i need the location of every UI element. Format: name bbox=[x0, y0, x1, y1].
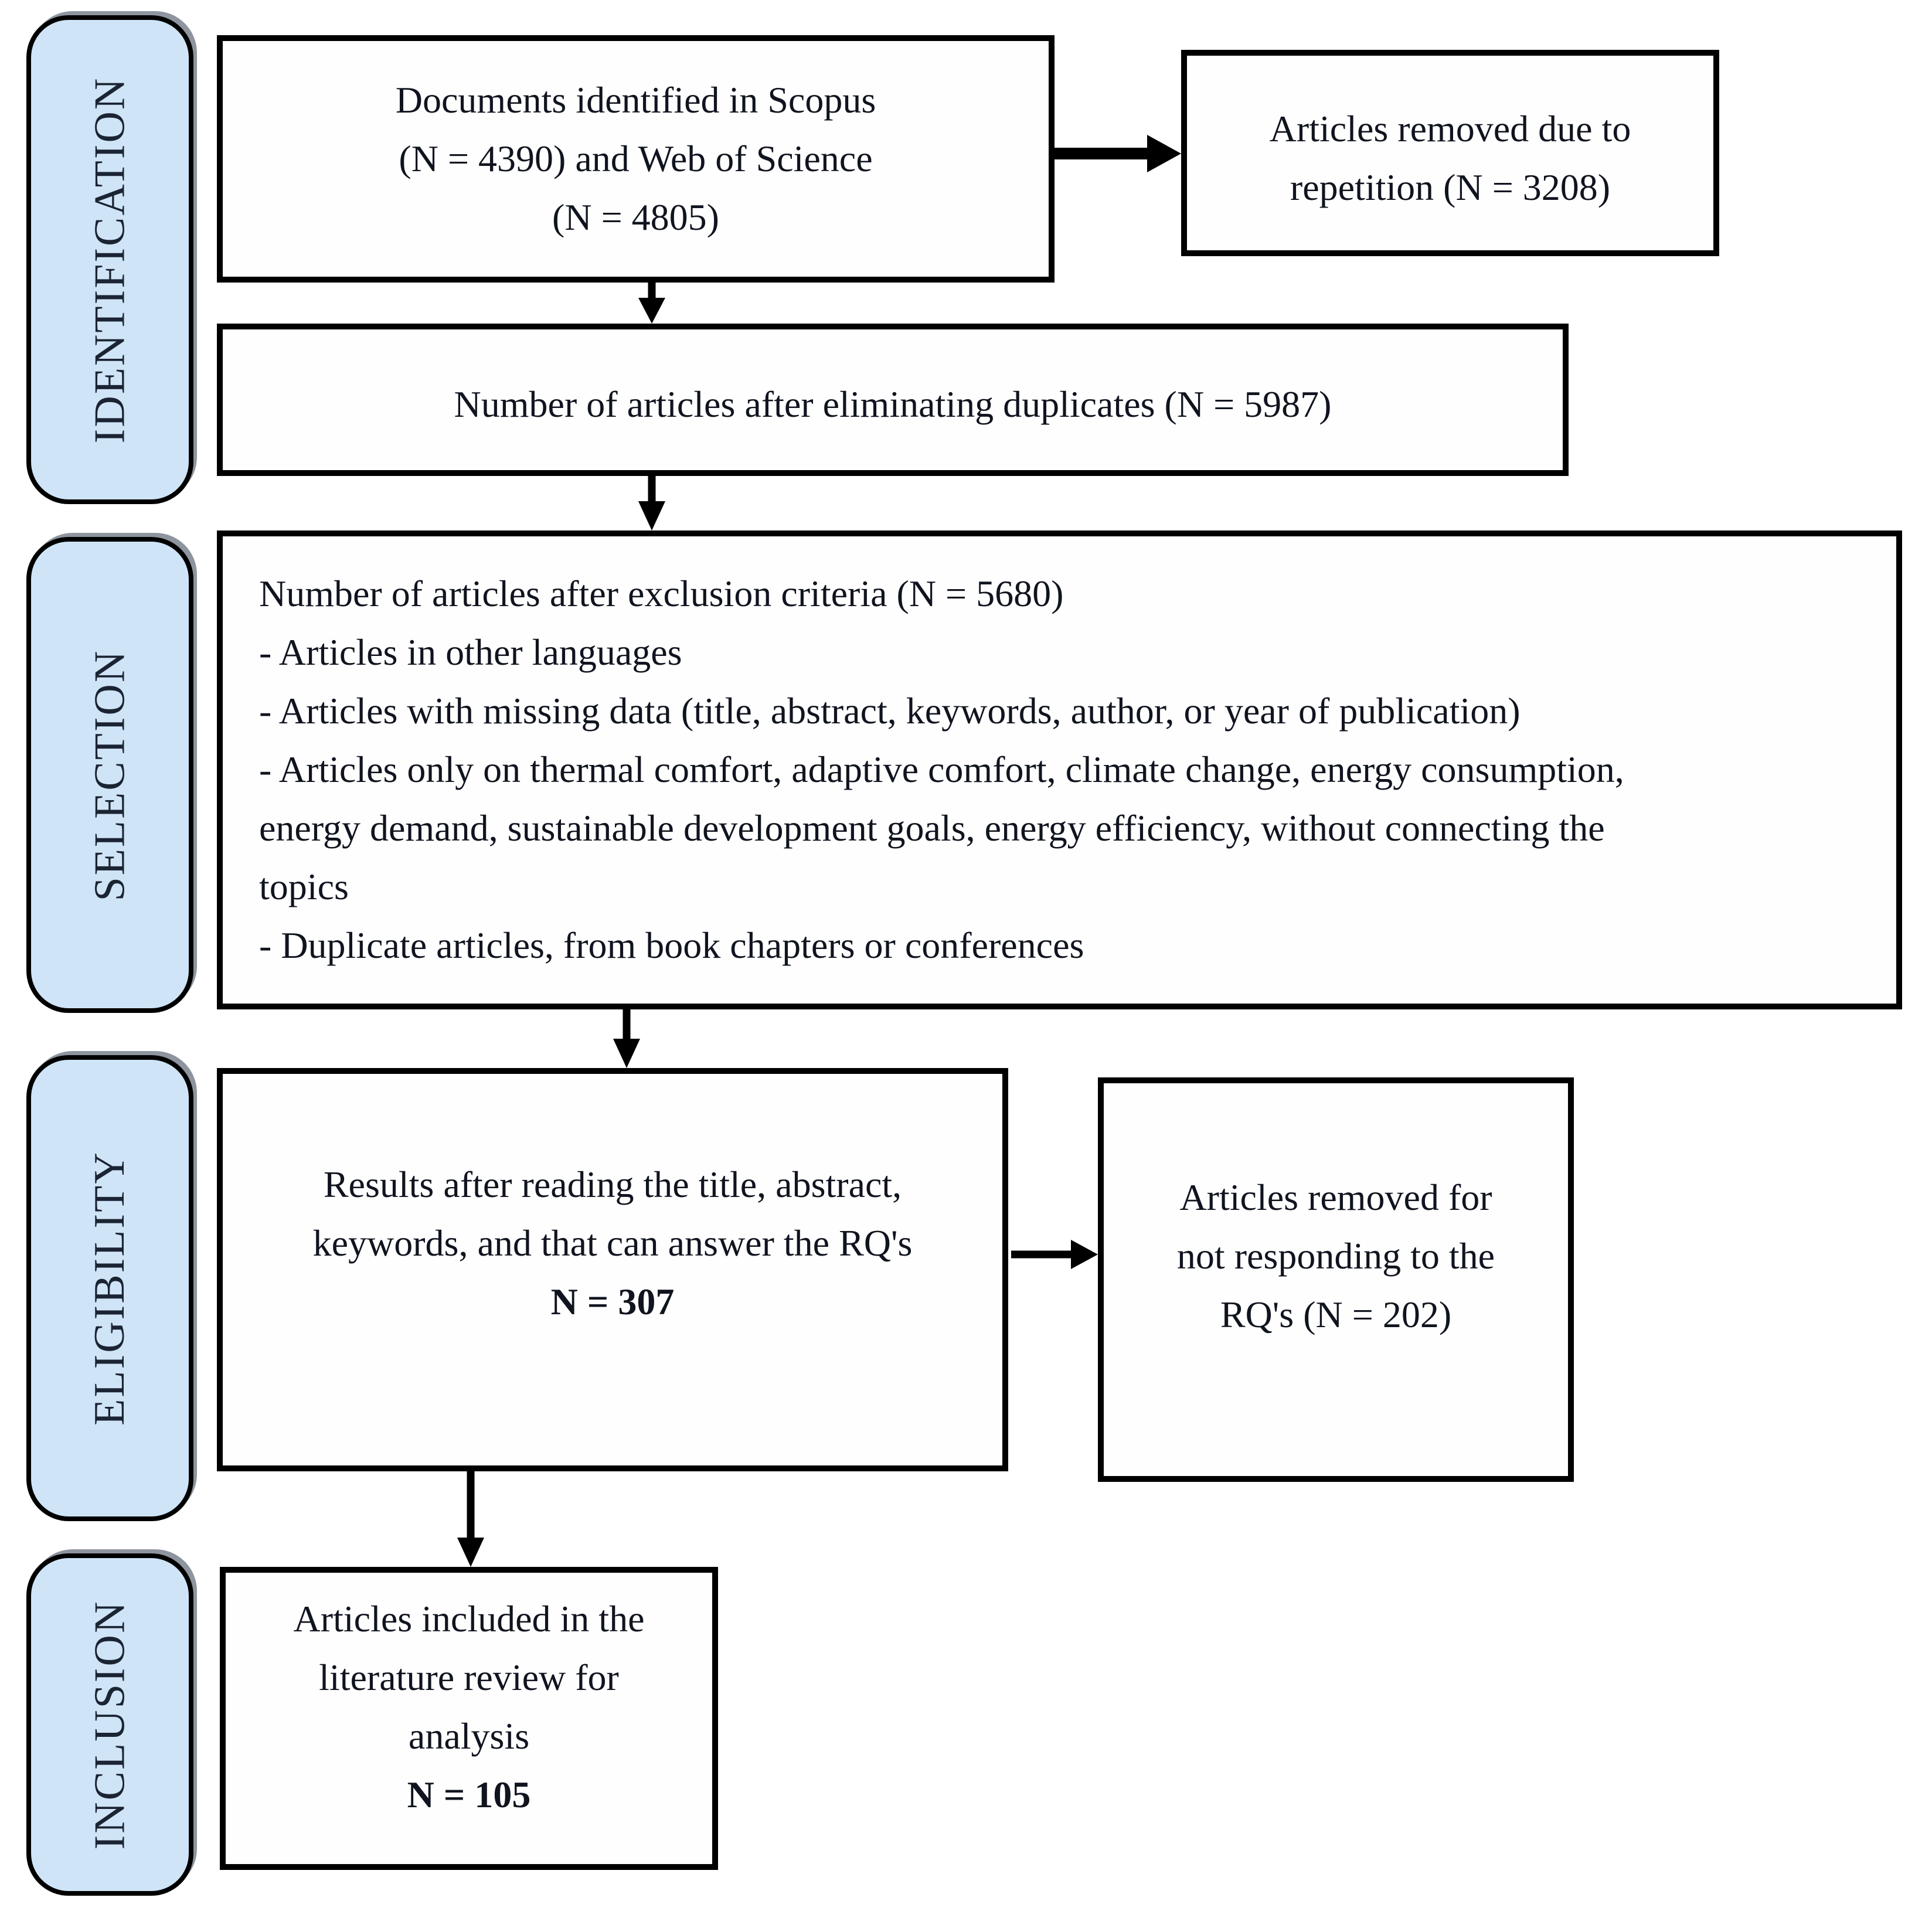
arrow-head bbox=[1147, 135, 1181, 172]
stage-identification-label: IDENTIFICATION bbox=[86, 76, 134, 443]
box-line-count: N = 307 bbox=[550, 1281, 675, 1322]
stage-selection-label: SELECTION bbox=[86, 649, 134, 901]
arrow-head bbox=[638, 501, 665, 530]
arrow-head bbox=[613, 1039, 640, 1068]
arrow-stem bbox=[648, 476, 656, 506]
box-documents-identified: Documents identified in Scopus (N = 4390… bbox=[217, 35, 1055, 283]
stage-identification: IDENTIFICATION bbox=[26, 15, 193, 504]
arrow-stem bbox=[648, 283, 656, 301]
box-line-count: N = 105 bbox=[407, 1773, 531, 1815]
box-removed-repetition: Articles removed due to repetition (N = … bbox=[1181, 50, 1719, 256]
arrow-down-icon bbox=[638, 476, 665, 530]
box-after-exclusion: Number of articles after exclusion crite… bbox=[217, 530, 1902, 1009]
arrow-stem bbox=[623, 1009, 631, 1043]
box-line: Number of articles after exclusion crite… bbox=[259, 573, 1064, 614]
box-line: - Articles only on thermal comfort, adap… bbox=[259, 749, 1624, 790]
box-line: topics bbox=[259, 866, 349, 907]
box-line: - Duplicate articles, from book chapters… bbox=[259, 924, 1084, 966]
box-line: repetition (N = 3208) bbox=[1290, 166, 1611, 208]
arrow-stem bbox=[467, 1471, 475, 1542]
box-removed-rq: Articles removed for not responding to t… bbox=[1098, 1077, 1574, 1482]
box-line: not responding to the bbox=[1176, 1235, 1495, 1277]
box-line: keywords, and that can answer the RQ's bbox=[312, 1222, 913, 1264]
box-line: Articles removed for bbox=[1179, 1176, 1492, 1218]
arrow-stem bbox=[1011, 1250, 1072, 1259]
box-eligible-results: Results after reading the title, abstrac… bbox=[217, 1068, 1008, 1471]
arrow-right-icon bbox=[1055, 135, 1181, 172]
stage-inclusion: INCLUSION bbox=[26, 1553, 193, 1896]
stage-inclusion-label: INCLUSION bbox=[86, 1600, 134, 1849]
arrow-down-icon bbox=[638, 283, 665, 324]
arrow-down-icon bbox=[613, 1009, 640, 1068]
box-included-final: Articles included in the literature revi… bbox=[220, 1567, 718, 1870]
box-after-duplicates: Number of articles after eliminating dup… bbox=[217, 324, 1569, 476]
box-line: (N = 4805) bbox=[552, 196, 719, 238]
arrow-head bbox=[638, 298, 665, 324]
box-line: Articles included in the bbox=[293, 1597, 645, 1640]
stage-selection: SELECTION bbox=[26, 537, 193, 1013]
box-line: (N = 4390) and Web of Science bbox=[399, 138, 873, 179]
box-line: analysis bbox=[408, 1715, 530, 1757]
arrow-right-icon bbox=[1011, 1236, 1098, 1273]
arrow-head bbox=[1071, 1240, 1098, 1269]
stage-eligibility: ELIGIBILITY bbox=[26, 1055, 193, 1521]
box-line: energy demand, sustainable development g… bbox=[259, 807, 1605, 849]
box-line: Number of articles after eliminating dup… bbox=[454, 383, 1332, 425]
box-line: - Articles in other languages bbox=[259, 631, 682, 673]
arrow-stem bbox=[1055, 148, 1155, 159]
box-line: Documents identified in Scopus bbox=[395, 79, 876, 121]
stage-eligibility-label: ELIGIBILITY bbox=[86, 1151, 134, 1426]
box-line: Articles removed due to bbox=[1269, 108, 1631, 149]
arrow-head bbox=[457, 1538, 484, 1567]
box-line: - Articles with missing data (title, abs… bbox=[259, 690, 1521, 732]
arrow-down-icon bbox=[457, 1471, 484, 1567]
box-line: literature review for bbox=[319, 1656, 619, 1698]
box-line: RQ's (N = 202) bbox=[1220, 1294, 1452, 1335]
box-line: Results after reading the title, abstrac… bbox=[323, 1164, 902, 1205]
